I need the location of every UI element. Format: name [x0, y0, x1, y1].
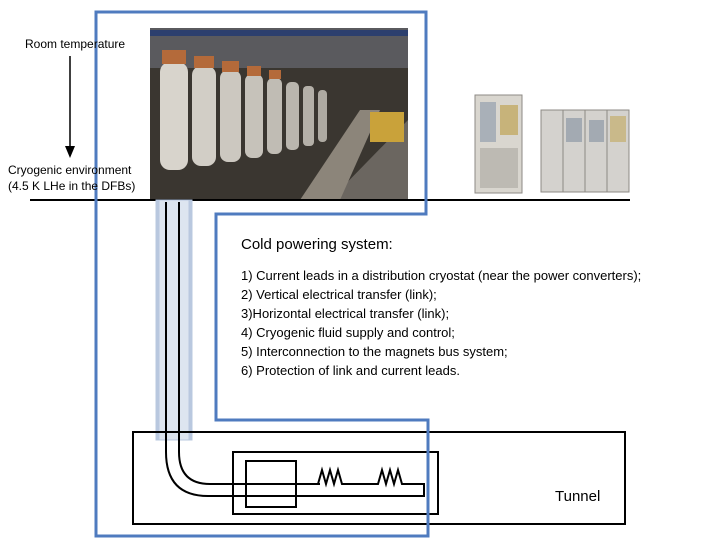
cryogenic-label-line2: (4.5 K LHe in the DFBs) — [8, 179, 136, 193]
system-item: 3)Horizontal electrical transfer (link); — [241, 306, 450, 321]
cryogenic-label-line1: Cryogenic environment — [8, 163, 132, 177]
system-item: 2) Vertical electrical transfer (link); — [241, 287, 437, 302]
link-cables — [165, 202, 380, 497]
cryostat-photo — [150, 28, 408, 200]
system-item: 5) Interconnection to the magnets bus sy… — [241, 344, 508, 359]
room-temperature-label: Room temperature — [25, 37, 126, 51]
temperature-arrow — [65, 56, 75, 158]
magnet-coils — [296, 466, 425, 497]
system-item: 6) Protection of link and current leads. — [241, 363, 460, 378]
highlight-outline-main — [94, 10, 430, 538]
power-converter-cabinets — [474, 94, 630, 194]
tunnel-label: Tunnel — [555, 488, 601, 505]
system-item-list: 1) Current leads in a distribution cryos… — [241, 266, 641, 380]
tunnel-box — [132, 431, 626, 525]
vertical-link — [155, 199, 193, 441]
system-item: 1) Current leads in a distribution cryos… — [241, 268, 642, 283]
system-title: Cold powering system: — [241, 236, 393, 253]
system-item: 4) Cryogenic fluid supply and control; — [241, 325, 455, 340]
